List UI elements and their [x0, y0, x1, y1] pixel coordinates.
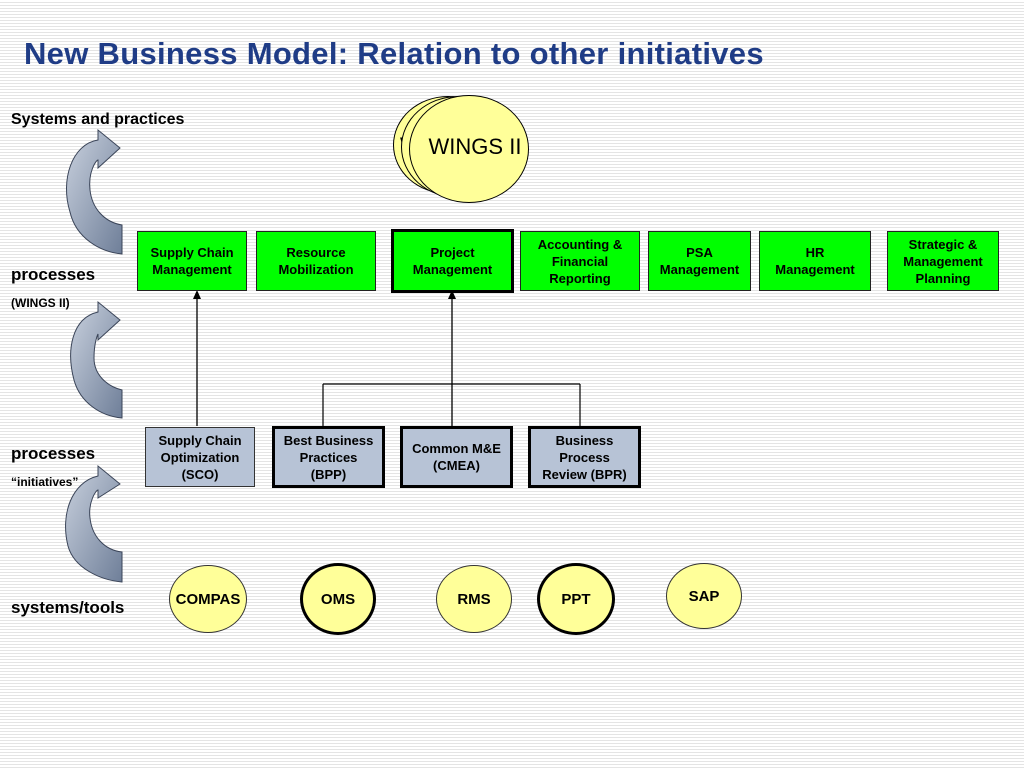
wings-ellipse-front: WINGS II: [409, 95, 529, 203]
wings-ii-sublabel: (WINGS II): [11, 296, 70, 310]
initiatives-sublabel: “initiatives”: [11, 475, 79, 489]
initiative-bpr: Business Process Review (BPR): [528, 426, 641, 488]
process-hr-management: HR Management: [759, 231, 871, 291]
tool-sap: SAP: [666, 563, 742, 629]
initiative-bpp: Best Business Practices (BPP): [272, 426, 385, 488]
tool-oms: OMS: [300, 563, 376, 635]
page-title: New Business Model: Relation to other in…: [24, 36, 764, 71]
process-strategic-management-planning: Strategic & Management Planning: [887, 231, 999, 291]
initiative-cmea: Common M&E (CMEA): [400, 426, 513, 488]
systems-practices-label: Systems and practices: [11, 111, 185, 128]
tool-compas: COMPAS: [169, 565, 247, 633]
curved-arrow-icon-top: [66, 128, 123, 255]
systems-tools-label: systems/tools: [11, 598, 125, 617]
tool-rms: RMS: [436, 565, 512, 633]
process-psa-management: PSA Management: [648, 231, 751, 291]
curved-arrow-icon-bottom: [65, 464, 123, 583]
processes-initiatives-label: processes: [11, 444, 96, 463]
process-resource-mobilization: Resource Mobilization: [256, 231, 376, 291]
process-project-management: Project Management: [391, 229, 514, 293]
wings-label: WINGS II: [428, 134, 522, 159]
curved-arrow-icon-middle: [70, 300, 123, 419]
process-accounting-financial-reporting: Accounting & Financial Reporting: [520, 231, 640, 291]
process-supply-chain-management: Supply Chain Management: [137, 231, 247, 291]
tool-ppt: PPT: [537, 563, 615, 635]
initiative-sco: Supply Chain Optimization (SCO): [145, 427, 255, 487]
processes-wings-label: processes: [11, 265, 96, 284]
